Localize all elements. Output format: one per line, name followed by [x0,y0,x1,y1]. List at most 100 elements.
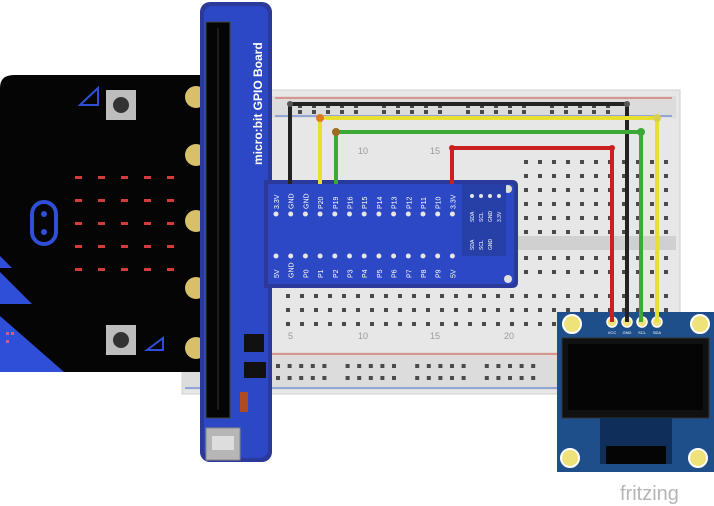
breadboard-hole [398,322,402,326]
breadboard-hole [580,294,584,298]
breadboard-hole [480,110,484,114]
breadboard-hole [664,202,668,206]
breadboard-hole [566,294,570,298]
breadboard-hole [482,308,486,312]
breadboard-hole [482,294,486,298]
pin-header-top [449,211,455,217]
i2c-pin [497,194,501,198]
breadboard-hole [636,308,640,312]
pin-label-top: P16 [348,196,355,209]
breadboard-hole [552,216,556,220]
breadboard-hole [466,110,470,114]
breadboard-hole [636,160,640,164]
pin-header-top [332,211,338,217]
breadboard-hole [564,110,568,114]
breadboard-hole [552,256,556,260]
breadboard-hole [450,364,454,368]
led [75,245,82,248]
gnd-wire [288,102,629,322]
pin-header-bottom [361,253,367,259]
breadboard-hole [650,270,654,274]
pin-header-top [273,211,279,217]
breadboard-hole [664,230,668,234]
breadboard-hole [636,230,640,234]
pin-label-bottom: 5V [274,269,281,278]
breadboard-hole [580,230,584,234]
pin-label-bottom: 5V [450,269,457,278]
led [121,245,128,248]
pin-header-top [435,211,441,217]
breadboard-hole [276,376,280,380]
breadboard-hole [440,322,444,326]
breadboard-hole [664,216,668,220]
led [75,199,82,202]
breadboard-hole [454,308,458,312]
edge-accent [0,256,12,268]
breadboard-hole [650,256,654,260]
3v3-wire [450,146,614,322]
breadboard-hole [415,364,420,368]
breadboard-hole [340,110,344,114]
breadboard-hole [650,308,654,312]
breadboard-hole [664,160,668,164]
pin-header-bottom [435,253,441,259]
pin-header-top [405,211,411,217]
pin-label-bottom: P4 [362,269,369,278]
breadboard-hole [384,294,388,298]
breadboard-hole [326,110,330,114]
pin-header-bottom [376,253,382,259]
i2c-pin-label: GND [488,239,494,251]
breadboard-hole [468,322,472,326]
pin-label-top: P11 [421,197,428,209]
mounting-hole [562,314,582,334]
breadboard-hole [496,364,501,368]
microbit-logo-icon [30,200,58,246]
breadboard-hole [524,160,528,164]
breadboard-hole [524,216,528,220]
breadboard-hole [328,308,332,312]
breadboard-hole [370,322,374,326]
bb-number-15-bottom: 15 [430,331,440,341]
button-b[interactable] [113,332,129,348]
pin-header-top [391,211,397,217]
pin-header-bottom [420,253,426,259]
breadboard-hole [622,160,626,164]
breadboard-hole [594,294,598,298]
breadboard-hole [396,110,400,114]
breadboard-hole [384,322,388,326]
breadboard-hole [496,322,500,326]
breadboard-hole [650,202,654,206]
breadboard-hole [454,322,458,326]
breadboard-hole [426,376,431,380]
button-a[interactable] [113,97,129,113]
breadboard-hole [566,216,570,220]
breadboard-hole [345,376,350,380]
pin-label-bottom: GND [289,262,296,278]
pin-header-bottom [288,253,294,259]
led [98,245,105,248]
breadboard-hole [440,294,444,298]
breadboard-hole [392,364,396,368]
bb-number-10-top: 10 [358,146,368,156]
pin-label-top: P10 [436,196,443,209]
led [167,245,174,248]
edge-accent [0,316,64,372]
breadboard-hole [496,294,500,298]
breadboard-hole [524,256,528,260]
breadboard-hole [636,270,640,274]
breadboard-hole [550,110,554,114]
breadboard-hole [368,376,373,380]
bb-number-20-bottom: 20 [504,331,514,341]
breadboard-hole [299,364,304,368]
pin-label-top: P20 [318,196,325,209]
breadboard-hole [300,322,304,326]
breadboard-hole [594,256,598,260]
breadboard-hole [508,376,512,380]
pin-header-bottom [405,253,411,259]
pin-label-bottom: P9 [436,269,443,278]
breadboard-hole [286,308,290,312]
breadboard-hole [357,364,362,368]
led [144,268,151,271]
i2c-pin-label: SDA [470,211,476,222]
